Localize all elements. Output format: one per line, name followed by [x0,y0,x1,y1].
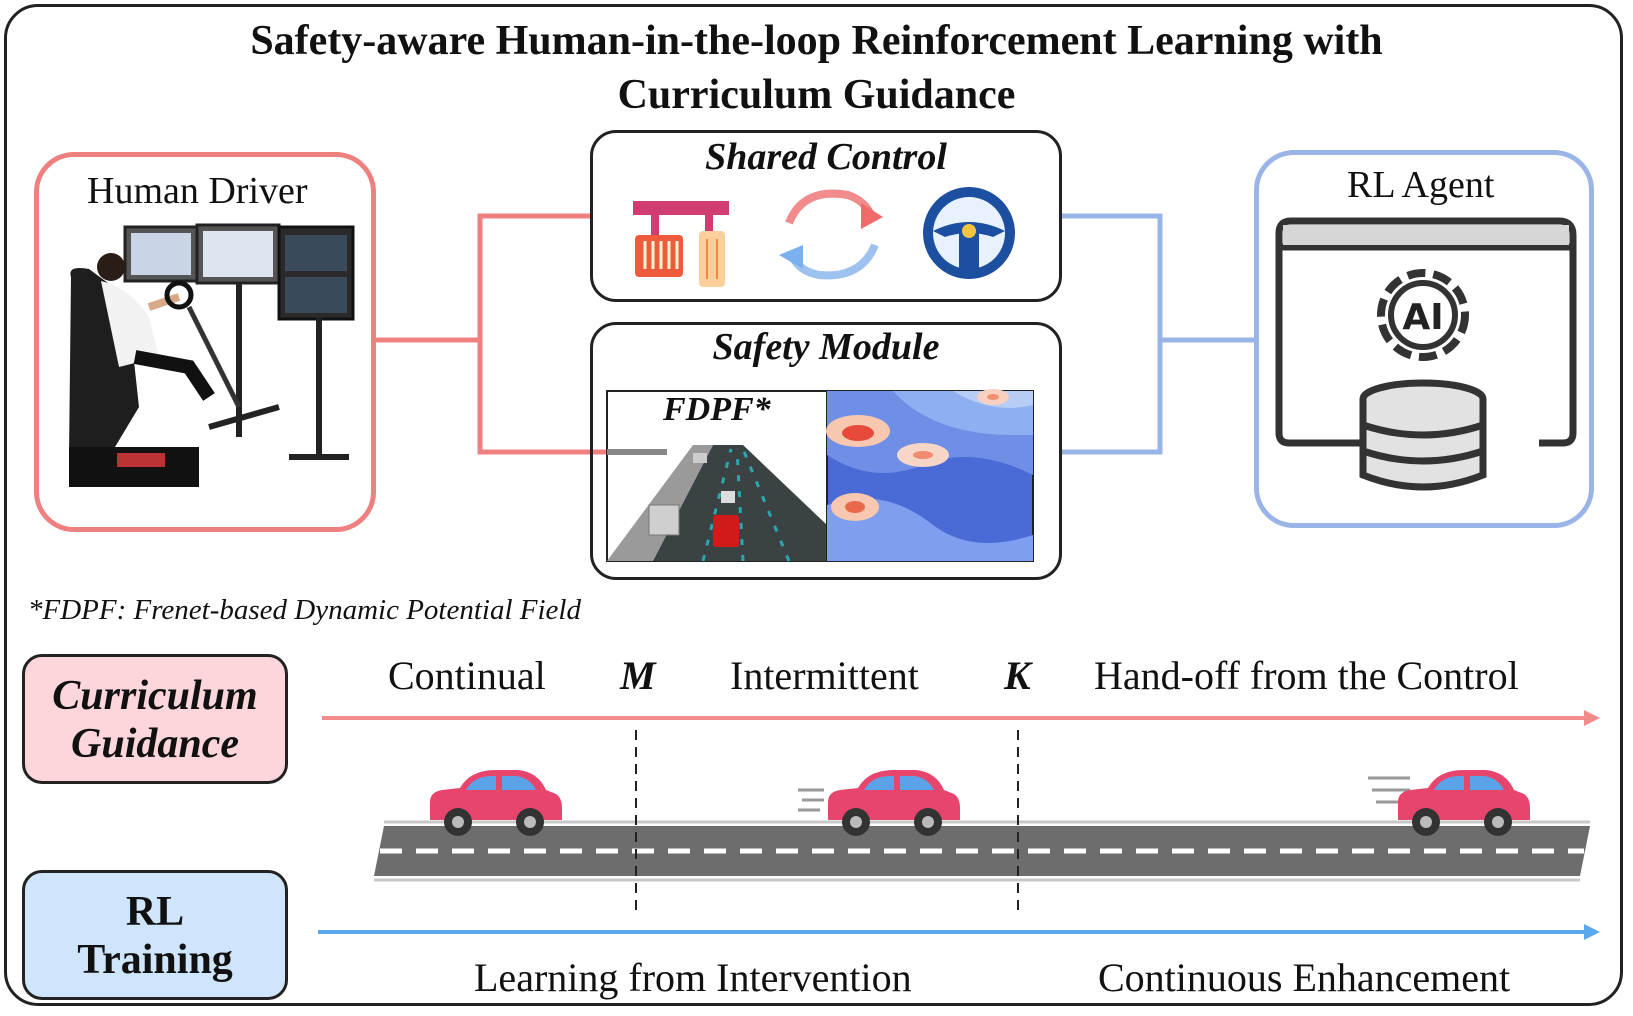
car-icon [1398,770,1530,836]
car-icon [828,770,960,836]
database-icon [1359,379,1487,491]
phase-learning-from-intervention: Learning from Intervention [474,955,912,1000]
human-driver-box: Human Driver [34,152,376,532]
curriculum-label-line1: Curriculum [52,673,258,719]
fdpf-footnote: *FDPF: Frenet-based Dynamic Potential Fi… [28,594,581,626]
phase-continual: Continual [388,653,546,698]
shared-control-icons [633,187,1015,287]
marker-m: M [620,653,656,698]
curriculum-guidance-box: Curriculum Guidance [22,654,288,784]
speed-lines [798,776,1410,812]
road-icon [374,820,1590,882]
curriculum-label-line2: Guidance [71,721,239,767]
ai-gear-icon: AI [1377,269,1469,361]
driving-simulator-photo [69,223,355,487]
shared-control-label: Shared Control [705,136,947,178]
human-driver-label: Human Driver [87,170,308,212]
steering-wheel-icon [923,187,1015,279]
curriculum-arrow [322,710,1600,726]
cycle-arrows-icon [779,189,883,280]
rl-training-box: RL Training [22,870,288,1000]
outer-frame [4,4,1623,1006]
phase-handoff: Hand-off from the Control [1094,653,1519,698]
shared-control-box: Shared Control [590,130,1062,302]
title-line-1: Safety-aware Human-in-the-loop Reinforce… [250,18,1383,64]
rl-agent-icons: AI [1275,217,1577,491]
rl-agent-label: RL Agent [1347,164,1495,206]
fdpf-visualization [606,389,1034,562]
phase-continuous-enhancement: Continuous Enhancement [1098,955,1511,1000]
fdpf-label: FDPF* [663,391,771,428]
safety-module-label: Safety Module [712,326,940,368]
phase-intermittent: Intermittent [730,653,919,698]
ai-text: AI [1402,297,1443,338]
pedal-icon [633,201,729,287]
marker-k: K [1004,653,1031,698]
title-line-2: Curriculum Guidance [617,72,1016,118]
car-icon [430,770,562,836]
training-arrow [318,924,1600,940]
training-label-line1: RL [125,889,185,935]
training-label-line2: Training [77,937,233,983]
safety-module-box: Safety Module FDPF* [590,322,1062,580]
rl-agent-box: RL Agent AI [1254,150,1594,528]
